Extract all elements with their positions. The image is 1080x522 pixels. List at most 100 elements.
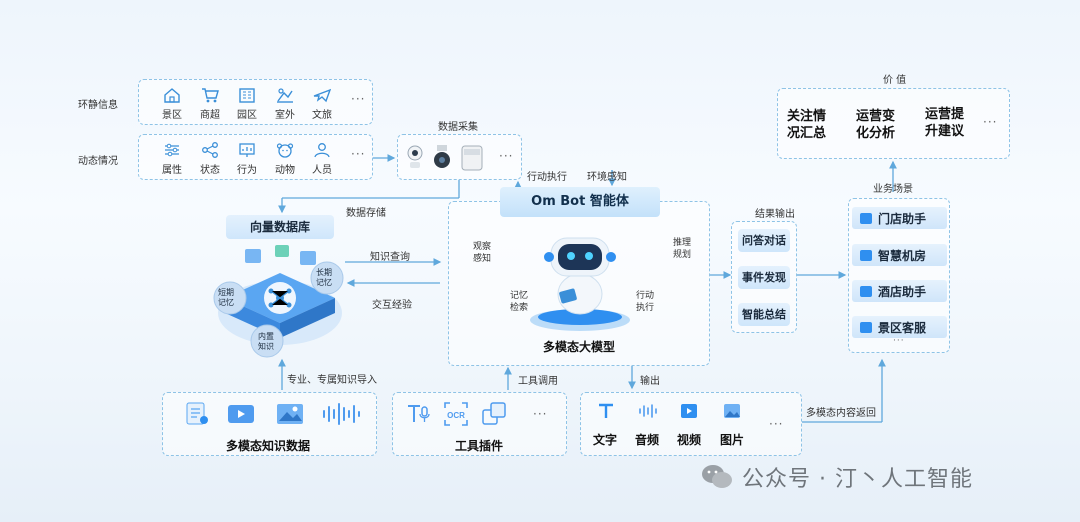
store-icon bbox=[860, 212, 872, 224]
action-exec-label: 行动执行 bbox=[527, 172, 567, 183]
observe-label: 观察 感知 bbox=[473, 242, 492, 264]
scenery-icon bbox=[860, 321, 872, 333]
supermarket-item: 商超 bbox=[195, 87, 225, 121]
tool-call-label: 工具调用 bbox=[518, 376, 558, 387]
outdoor-icon bbox=[277, 88, 293, 103]
watermark-text: 公众号 · 汀丶人工智能 bbox=[742, 467, 973, 492]
building-icon bbox=[239, 88, 255, 103]
dynamic-info-label: 动态情况 bbox=[78, 156, 118, 167]
data-collect-label: 数据采集 bbox=[438, 122, 478, 133]
data-collect-box: ··· bbox=[397, 134, 522, 180]
output-video: 视频 bbox=[677, 433, 702, 447]
airplane-icon bbox=[313, 88, 331, 103]
more-dots: ··· bbox=[533, 407, 548, 421]
attribute-item: 属性 bbox=[157, 142, 187, 176]
more-dots: ··· bbox=[769, 417, 784, 431]
knowledge-data-box: 多模态知识数据 bbox=[162, 392, 377, 456]
output-picture: 图片 bbox=[720, 433, 745, 447]
audio-icon bbox=[639, 404, 657, 418]
tools-title: 工具插件 bbox=[455, 439, 504, 453]
value-summary: 关注情 况汇总 bbox=[787, 109, 827, 141]
translate-icon bbox=[482, 402, 506, 425]
act-exec-label: 行动 执行 bbox=[636, 291, 655, 313]
agent-title: Om Bot 智能体 bbox=[500, 187, 660, 217]
scenic-area-item: 景区 bbox=[157, 87, 187, 121]
animal-item: 动物 bbox=[270, 142, 300, 176]
person-icon bbox=[314, 143, 330, 158]
watermark: 公众号 · 汀丶人工智能 bbox=[700, 461, 973, 493]
outputs-box: 文字 音频 视频 图片 ··· bbox=[580, 392, 802, 456]
result-output-label: 结果输出 bbox=[755, 209, 795, 220]
robot-illustration bbox=[530, 237, 630, 331]
output-text: 文字 bbox=[593, 433, 618, 447]
result-summary: 智能总结 bbox=[738, 303, 790, 326]
svg-text:OCR: OCR bbox=[447, 411, 465, 420]
culture-tourism-item: 文旅 bbox=[307, 87, 337, 121]
sliders-icon bbox=[165, 143, 179, 157]
text-icon bbox=[599, 403, 613, 418]
dynamic-info-box: 属性 状态 行为 动物 人员 ··· bbox=[138, 134, 373, 180]
chart-board-icon bbox=[239, 143, 255, 157]
behavior-item: 行为 bbox=[232, 142, 262, 176]
memory-retrieve-label: 记忆 检索 bbox=[510, 291, 529, 313]
knowledge-data-title: 多模态知识数据 bbox=[226, 439, 311, 453]
person-item: 人员 bbox=[307, 142, 337, 176]
more-dots: ··· bbox=[351, 92, 366, 106]
value-analysis: 运营变 化分析 bbox=[856, 109, 896, 141]
inner-knowledge-label: 内置 知识 bbox=[258, 332, 274, 351]
scene-tourism: 景区客服 bbox=[852, 316, 947, 338]
reason-label: 推理 规划 bbox=[673, 238, 692, 260]
vector-db-title: 向量数据库 bbox=[226, 215, 334, 239]
camera-icon bbox=[407, 145, 423, 168]
value-suggestion: 运营提 升建议 bbox=[925, 107, 965, 139]
multimodal-return-label: 多模态内容返回 bbox=[806, 408, 876, 419]
env-perceive-label: 环境感知 bbox=[587, 172, 627, 183]
long-memory-label: 长期 记忆 bbox=[316, 268, 332, 287]
outdoor-item: 室外 bbox=[270, 87, 300, 121]
ocr-icon: OCR bbox=[444, 402, 468, 426]
picture-icon bbox=[724, 404, 740, 418]
more-dots: ··· bbox=[893, 336, 905, 346]
data-store-label: 数据存储 bbox=[346, 208, 386, 219]
document-icon bbox=[186, 402, 208, 425]
home-icon bbox=[164, 88, 180, 103]
value-label: 价 值 bbox=[883, 75, 907, 86]
result-event: 事件发现 bbox=[738, 266, 790, 289]
park-item: 园区 bbox=[232, 87, 262, 121]
value-box: 关注情 况汇总 运营变 化分析 运营提 升建议 ··· bbox=[777, 88, 1010, 159]
wechat-icon bbox=[702, 465, 732, 488]
more-dots: ··· bbox=[351, 147, 366, 161]
output-audio: 音频 bbox=[635, 433, 660, 447]
cart-icon bbox=[202, 88, 219, 103]
tools-box: OCR ··· 工具插件 bbox=[392, 392, 567, 456]
status-item: 状态 bbox=[195, 142, 225, 176]
dome-camera-icon bbox=[434, 145, 450, 168]
static-info-label: 环静信息 bbox=[78, 100, 118, 111]
knowledge-query-label: 知识查询 bbox=[370, 252, 410, 263]
server-icon bbox=[860, 249, 872, 261]
video-play-icon bbox=[681, 404, 697, 418]
scene-store: 门店助手 bbox=[852, 207, 947, 229]
model-title: 多模态大模型 bbox=[543, 340, 616, 354]
video-icon bbox=[228, 405, 254, 423]
scene-hotel: 酒店助手 bbox=[852, 280, 947, 302]
more-dots: ··· bbox=[499, 149, 514, 163]
image-icon bbox=[277, 404, 303, 424]
output-label: 输出 bbox=[640, 376, 660, 387]
share-nodes-icon bbox=[202, 142, 218, 158]
hotel-icon bbox=[860, 285, 872, 297]
static-info-box: 景区 商超 园区 室外 文旅 ··· bbox=[138, 79, 373, 125]
audio-wave-icon bbox=[323, 403, 360, 425]
short-memory-label: 短期 记忆 bbox=[218, 288, 234, 307]
scenes-box: 门店助手 智慧机房 酒店助手 景区客服 ··· bbox=[848, 198, 950, 353]
animal-icon bbox=[276, 143, 294, 158]
device-icon bbox=[461, 145, 483, 171]
text-tool-icon bbox=[408, 405, 430, 422]
result-qa: 问答对话 bbox=[738, 229, 790, 252]
business-scene-label: 业务场景 bbox=[873, 184, 913, 195]
vector-db-illustration bbox=[213, 245, 344, 358]
more-dots: ··· bbox=[983, 115, 998, 129]
interaction-exp-label: 交互经验 bbox=[372, 300, 412, 311]
scene-server-room: 智慧机房 bbox=[852, 244, 947, 266]
